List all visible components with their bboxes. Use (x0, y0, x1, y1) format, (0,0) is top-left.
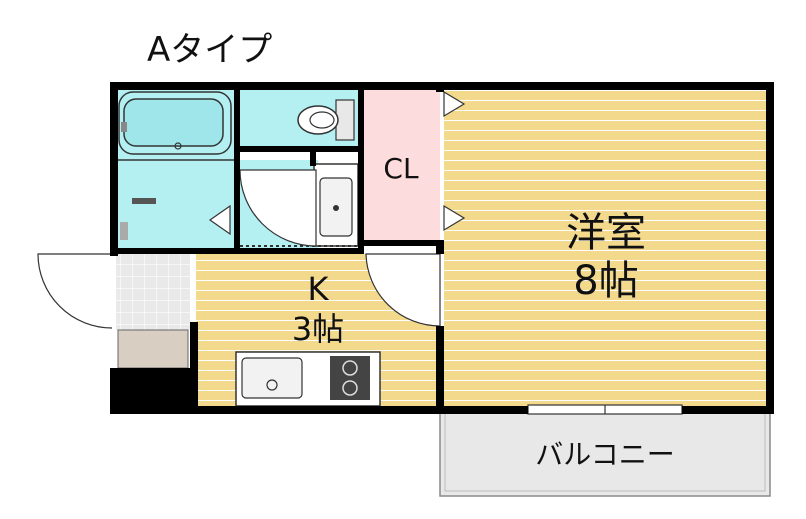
closet-folding-doors (208, 90, 466, 236)
shoe-box (117, 329, 189, 369)
kitchen-counter (235, 351, 381, 407)
entrance-tile (116, 254, 190, 330)
plan-title: Aタイプ (147, 30, 273, 70)
kitchen-name: K (308, 270, 330, 308)
entrance-door (37, 253, 113, 329)
kitchen-size: 3帖 (292, 310, 344, 348)
kitchen-closet-door (365, 253, 441, 327)
walls (110, 82, 774, 414)
western-room-floor (444, 90, 766, 408)
washbasin (313, 163, 359, 247)
balcony-label: バルコニー (535, 438, 674, 471)
western-room-name: 洋室 (566, 210, 646, 256)
balcony-area (439, 412, 771, 497)
closet-area (364, 88, 440, 244)
toilet (297, 99, 355, 141)
western-room-size: 8帖 (573, 258, 638, 304)
bathtub (118, 91, 232, 155)
closet-label: CL (383, 152, 419, 185)
shower-faucet (132, 198, 156, 204)
washroom-door (239, 169, 317, 247)
